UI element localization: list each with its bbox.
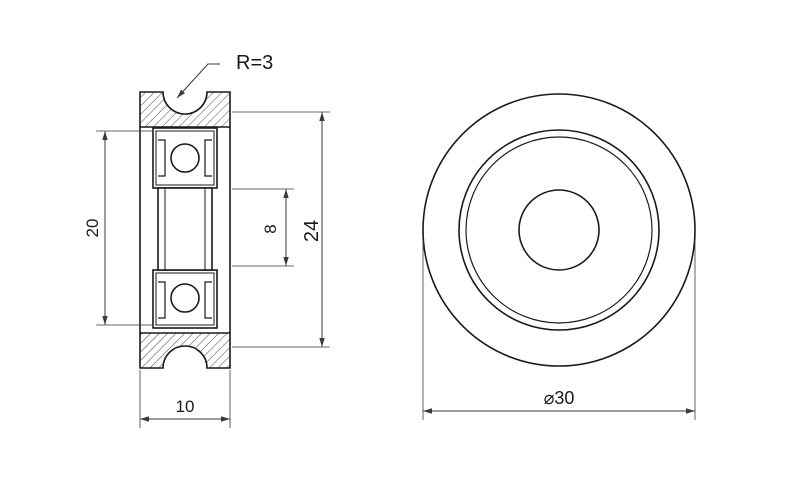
groove-radius-label: R=3 (236, 52, 273, 74)
outer-height-label: 24 (301, 220, 323, 242)
bearing-top-ball (170, 143, 200, 173)
bottom-tyre-section (139, 332, 231, 369)
bearing-bottom-inner-race (155, 272, 215, 326)
width-label: 10 (176, 397, 195, 416)
top-tyre-section (139, 91, 231, 128)
bearing-height-label: 20 (83, 219, 102, 238)
bearing-bottom-ball (170, 283, 200, 313)
front-view: ⌀30 (422, 93, 696, 420)
width-dimension: 10 (139, 370, 231, 428)
bearing-top-seal-right (204, 139, 212, 177)
bearing-inner-ring-circle (465, 136, 653, 324)
bearing-top-seal-left (158, 139, 166, 177)
bore-dimension: 8 (232, 188, 294, 267)
groove-radius-leader (176, 63, 220, 99)
bearing-outer-ring-circle (458, 129, 660, 331)
bore-label: 8 (261, 224, 280, 233)
bore-section (157, 187, 213, 271)
bearing-height-dimension: 20 (83, 130, 152, 326)
section-view: R=3 24 8 20 10 (83, 52, 330, 428)
bearing-bottom-seal-right (204, 281, 212, 319)
diameter-dimension: ⌀30 (422, 240, 696, 420)
bearing-top-inner-race (155, 130, 215, 186)
bore-circle (518, 189, 600, 271)
outer-height-dimension: 24 (232, 111, 330, 348)
diameter-label: ⌀30 (544, 388, 575, 408)
bearing-bottom-seal-left (158, 281, 166, 319)
